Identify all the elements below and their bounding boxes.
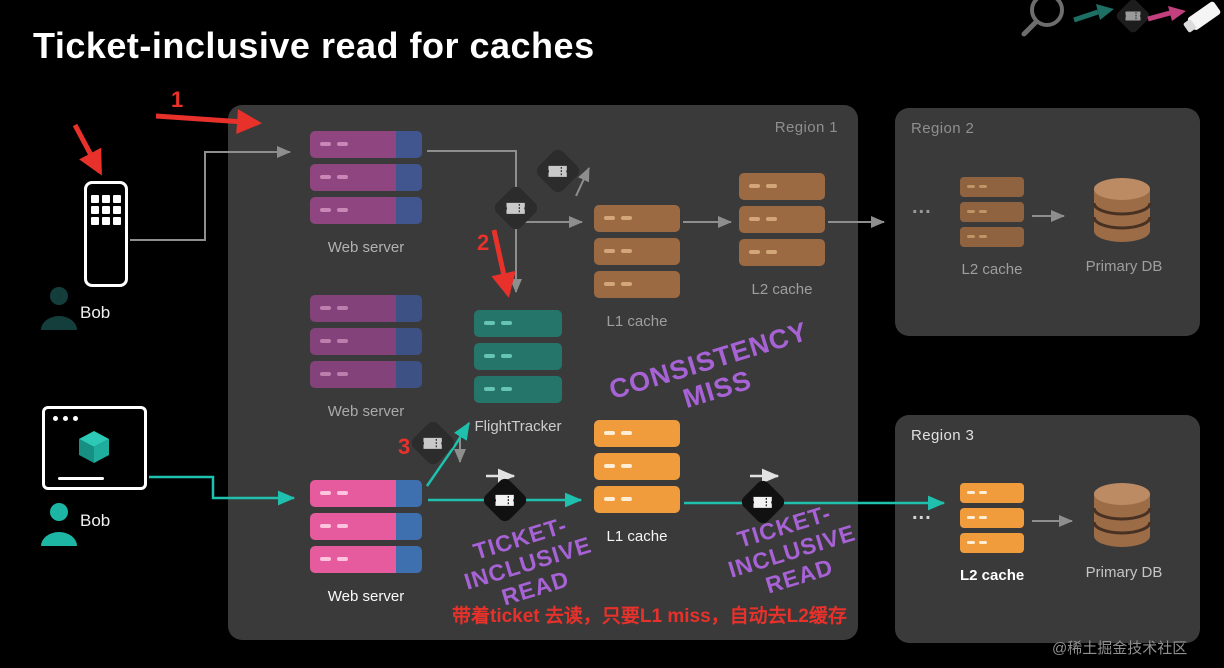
- user-icon-phone: [41, 287, 77, 330]
- cache-unit: [960, 227, 1024, 247]
- flighttracker-label: FlightTracker: [474, 418, 562, 435]
- cache-unit: [960, 177, 1024, 197]
- cube-icon: [79, 431, 109, 463]
- server-unit: [310, 513, 422, 540]
- web-server-top-stack: Web server: [310, 131, 422, 256]
- region2-label: Region 2: [911, 120, 975, 137]
- region2-primary-db-label: Primary DB: [1085, 258, 1163, 275]
- region3-primary-db-label: Primary DB: [1085, 564, 1163, 581]
- cache-unit: [594, 453, 680, 480]
- watermark: @稀土掘金技术社区: [1052, 640, 1188, 657]
- l1-cache-top-label: L1 cache: [606, 313, 668, 330]
- magnifier-icon: [1021, 0, 1064, 37]
- server-unit: [310, 131, 422, 158]
- browser-user-label: Bob: [80, 511, 111, 530]
- l2-cache-label: L2 cache: [751, 281, 813, 298]
- region2-l2-cache-stack: L2 cache: [960, 177, 1024, 278]
- web-server-top-label: Web server: [327, 239, 405, 256]
- l1-cache-top-stack: L1 cache: [594, 205, 680, 330]
- user-icon-browser: [41, 503, 77, 546]
- web-server-bottom-label: Web server: [327, 588, 405, 605]
- phone-app-grid: [91, 195, 122, 225]
- cache-unit: [594, 271, 680, 298]
- l2-cache-stack: L2 cache: [739, 173, 825, 298]
- server-unit: [310, 546, 422, 573]
- cache-unit: [960, 202, 1024, 222]
- server-unit: [310, 361, 422, 388]
- cache-unit: [594, 420, 680, 447]
- ticket-icon: [533, 146, 583, 196]
- l1-cache-bottom-label: L1 cache: [606, 528, 668, 545]
- region1-label: Region 1: [774, 119, 838, 136]
- browser-dots: [53, 416, 78, 421]
- cache-unit: [739, 206, 825, 233]
- step1-number: 1: [171, 87, 184, 112]
- region3-l2-cache-label: L2 cache: [960, 567, 1025, 584]
- cache-unit: [594, 238, 680, 265]
- flighttracker-stack: FlightTracker: [474, 310, 562, 435]
- step2-number: 2: [477, 230, 490, 255]
- server-unit: [474, 376, 562, 403]
- region3-label: Region 3: [911, 427, 975, 444]
- phone-icon: [84, 181, 128, 287]
- marker-icon: [1183, 1, 1221, 33]
- cache-unit: [960, 533, 1024, 553]
- web-server-bottom-stack: Web server: [310, 480, 422, 605]
- cache-unit: [594, 486, 680, 513]
- page-title: Ticket-inclusive read for caches: [33, 25, 595, 66]
- server-unit: [474, 343, 562, 370]
- browser-icon: [42, 406, 147, 490]
- step3-number: 3: [398, 434, 411, 459]
- pink-arrow-icon: [1147, 6, 1186, 22]
- cache-unit: [960, 483, 1024, 503]
- server-unit: [474, 310, 562, 337]
- chinese-note: 带着ticket 去读，只要L1 miss，自动去L2缓存: [452, 606, 847, 627]
- server-unit: [310, 480, 422, 507]
- ticket-icon: [480, 475, 530, 525]
- region2-ellipsis: ...: [912, 196, 932, 218]
- ticket-icon: [408, 418, 458, 468]
- phone-user-label: Bob: [80, 303, 111, 322]
- browser-underline: [58, 477, 104, 480]
- region3-ellipsis: ...: [912, 502, 932, 524]
- cache-unit: [739, 173, 825, 200]
- ticket-icon: [491, 183, 541, 233]
- l1-cache-bottom-stack: L1 cache: [594, 420, 680, 545]
- cache-unit: [739, 239, 825, 266]
- web-server-mid-stack: Web server: [310, 295, 422, 420]
- server-unit: [310, 197, 422, 224]
- cache-unit: [594, 205, 680, 232]
- cache-unit: [960, 508, 1024, 528]
- region2-l2-cache-label: L2 cache: [961, 261, 1023, 278]
- server-unit: [310, 328, 422, 355]
- server-unit: [310, 295, 422, 322]
- teal-arrow-icon: [1073, 4, 1114, 23]
- server-unit: [310, 164, 422, 191]
- ticket-icon: [738, 477, 788, 527]
- web-server-mid-label: Web server: [327, 403, 405, 420]
- region3-box: Region 3: [895, 415, 1200, 643]
- region2-box: Region 2: [895, 108, 1200, 336]
- region3-l2-cache-stack: L2 cache: [960, 483, 1024, 584]
- ticket-icon: [1114, 0, 1152, 35]
